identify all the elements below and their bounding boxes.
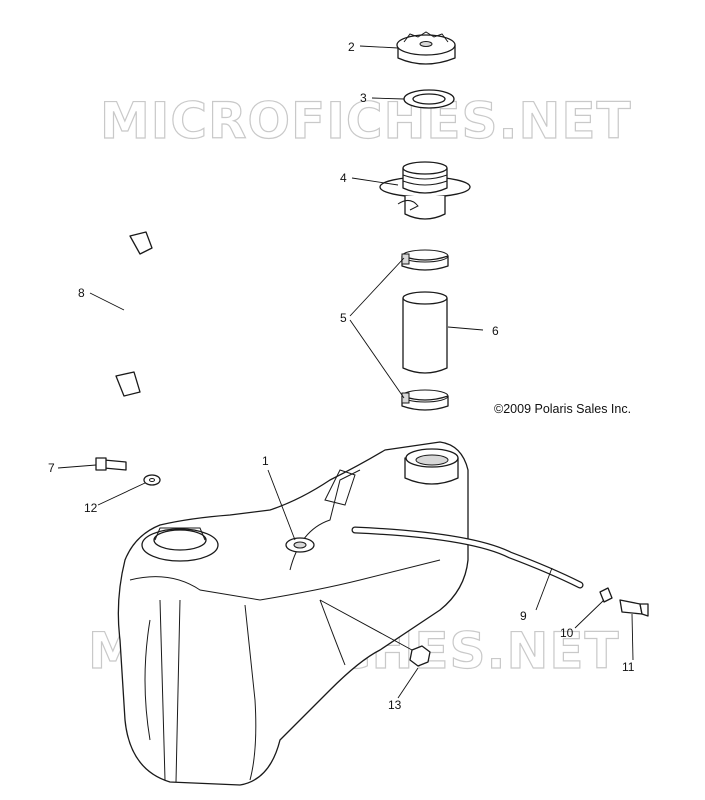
filler-hose bbox=[402, 291, 448, 374]
callout-7: 7 bbox=[48, 461, 55, 475]
cap-gasket bbox=[403, 89, 455, 109]
check-valve bbox=[619, 599, 649, 617]
callout-12: 12 bbox=[84, 501, 98, 515]
callout-1: 1 bbox=[262, 454, 269, 468]
mounting-bolt bbox=[95, 457, 127, 471]
leader-lines bbox=[57, 45, 634, 699]
vent-line bbox=[115, 231, 153, 397]
watermark-top: MICROFICHES.NET bbox=[100, 92, 632, 150]
callout-6: 6 bbox=[492, 324, 499, 338]
callout-5: 5 bbox=[340, 311, 347, 325]
hose-clamp-upper bbox=[401, 249, 449, 271]
callout-10: 10 bbox=[560, 626, 574, 640]
callout-9: 9 bbox=[520, 609, 527, 623]
callout-4: 4 bbox=[340, 171, 347, 185]
callout-8: 8 bbox=[78, 286, 85, 300]
callout-2: 2 bbox=[348, 40, 355, 54]
callout-13: 13 bbox=[388, 698, 402, 712]
washer bbox=[143, 474, 161, 486]
fuel-tank bbox=[117, 441, 469, 786]
tank-nut bbox=[409, 645, 431, 667]
hose-clamp-lower bbox=[401, 389, 449, 411]
filler-neck bbox=[379, 161, 471, 220]
copyright-notice: ©2009 Polaris Sales Inc. bbox=[494, 402, 631, 416]
fuel-cap bbox=[396, 31, 456, 65]
callout-11: 11 bbox=[622, 660, 635, 674]
hose-cap bbox=[599, 587, 613, 603]
callout-3: 3 bbox=[360, 91, 367, 105]
return-hose bbox=[351, 526, 584, 589]
